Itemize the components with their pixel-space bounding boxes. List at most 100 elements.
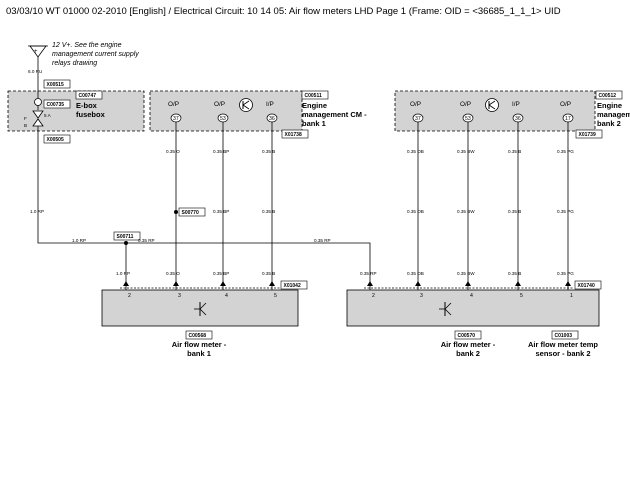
ecm-bank1-label-line2: management CM - bbox=[302, 110, 367, 119]
ecm-bank1-pin2-io: O/P bbox=[214, 101, 225, 108]
supply-wire-label: 6.0 RU bbox=[28, 69, 42, 74]
afm2-pin2-num: 3 bbox=[420, 293, 423, 299]
page-header: 03/03/10 WT 01000 02-2010 [English] / El… bbox=[6, 6, 561, 17]
ecm-bank2-label-line1: Engine bbox=[597, 101, 622, 110]
afm1-pin4-wire-label: 0.35 B bbox=[262, 271, 275, 276]
wire-bank1-pin3-mid-label: 0.35 B bbox=[262, 209, 275, 214]
ecm-bank2-connector: X01739 bbox=[579, 132, 596, 138]
afm1-pin2-num: 3 bbox=[178, 293, 181, 299]
afm2-block bbox=[346, 289, 600, 327]
afm2-transistor-icon bbox=[439, 302, 452, 316]
splice-s00711-tag bbox=[113, 231, 141, 241]
fusebox-bottom-connector-label: X00505 bbox=[47, 137, 64, 143]
fuse-id: C00735 bbox=[47, 102, 65, 108]
wire-bank2-pin3-label: 0.35 B bbox=[508, 149, 521, 154]
afm1-label-line1: Air flow meter - bbox=[172, 340, 227, 349]
ecm-bank1-pin2-num: 53 bbox=[220, 116, 226, 122]
afm2-temp-label-line1: Air flow meter temp bbox=[528, 340, 598, 349]
wire-bank1-pin2-label: 0.35 BP bbox=[213, 149, 229, 154]
afm2-pin1-wire-label: 0.35 RP bbox=[360, 271, 377, 276]
ecm-bank2-pin1-io: O/P bbox=[410, 101, 421, 108]
fuse-id-tag bbox=[43, 99, 71, 109]
wire-bank1-pin1-label: 0.35 O bbox=[166, 149, 180, 154]
afm1-pin-markers bbox=[123, 281, 275, 286]
ecm-bank2-pin4-io: O/P bbox=[560, 101, 571, 108]
ecm-bank1-transistor-icon bbox=[239, 98, 253, 112]
ecm-bank2-pin2-io: O/P bbox=[460, 101, 471, 108]
fusebox-top-connector-label: X00515 bbox=[47, 82, 64, 88]
afm1-label-line2: bank 1 bbox=[187, 349, 211, 358]
fusebox-output-wire-label: 1.0 RP bbox=[30, 209, 44, 214]
afm2-connector: X01740 bbox=[578, 283, 595, 289]
wire-bank2-pin2-label: 0.35 BW bbox=[457, 149, 475, 154]
ecm-bank1-connector: X01738 bbox=[285, 132, 302, 138]
fuse-letter-f: F bbox=[24, 116, 27, 121]
afm1-pin1-num: 2 bbox=[128, 293, 131, 299]
afm2-pin2-wire-label: 0.35 OB bbox=[407, 271, 424, 276]
fusebox-output-wire bbox=[37, 136, 126, 244]
splice-s00770-dot bbox=[174, 210, 178, 214]
ecm-bank2-pin3-io: I/P bbox=[512, 101, 520, 108]
ecm-bank1-block bbox=[149, 90, 303, 132]
ecm-bank1-pin3-io: I/P bbox=[266, 101, 274, 108]
ecm-bank2-id: C00512 bbox=[599, 93, 617, 99]
afm1-pin1-wire-label: 1.0 RP bbox=[116, 271, 130, 276]
afm2-meter-id-tag bbox=[454, 330, 482, 340]
wire-bank2-pin1-label: 0.35 OB bbox=[407, 149, 424, 154]
fusebox-label-line1: E-box bbox=[76, 101, 98, 110]
afm1-connector-tag bbox=[280, 280, 308, 290]
afm1-pin3-wire-label: 0.35 BP bbox=[213, 271, 229, 276]
afm2-pin1-num: 2 bbox=[372, 293, 375, 299]
afm2-meter-label-line2: bank 2 bbox=[456, 349, 480, 358]
ecm-bank1-id: C00511 bbox=[305, 93, 322, 99]
afm2-pin-markers bbox=[367, 281, 571, 286]
afm2-meter-label-line1: Air flow meter - bbox=[441, 340, 496, 349]
ecm-bank2-pin3-num: 36 bbox=[515, 116, 521, 122]
wire-bank2-pin2-mid-label: 0.35 BW bbox=[457, 209, 475, 214]
fusebox-id: C00747 bbox=[79, 93, 97, 99]
wire-bank2-pin1-mid-label: 0.35 OB bbox=[407, 209, 424, 214]
fuse-letter-b: B bbox=[24, 123, 27, 128]
afm2-temp-id-tag bbox=[551, 330, 579, 340]
ecm-bank1-id-tag bbox=[301, 90, 329, 100]
afm2-pin5-wire-label: 0.35 PG bbox=[557, 271, 574, 276]
ecm-bank1-label-line1: Engine bbox=[302, 101, 327, 110]
ecm-bank2-id-tag bbox=[595, 90, 623, 100]
wire-bank2-pin3-mid-label: 0.35 B bbox=[508, 209, 521, 214]
afm1-transistor-icon bbox=[194, 302, 207, 316]
bus-wire-left-label: 1.0 RP bbox=[72, 238, 86, 243]
wire-bank1-pin2-mid-label: 0.35 BP bbox=[213, 209, 229, 214]
splice-s00770-tag bbox=[178, 207, 206, 217]
splice-s00770-label: S00770 bbox=[182, 210, 199, 216]
fusebox-label-line2: fusebox bbox=[76, 110, 106, 119]
fuse-icon bbox=[32, 90, 44, 136]
ecm-bank1-connector-tag bbox=[281, 129, 309, 139]
afm2-pin3-num: 4 bbox=[470, 293, 473, 299]
supply-note-line3: relays drawing bbox=[52, 60, 97, 67]
afm2-pin3-wire-label: 0.35 BW bbox=[457, 271, 475, 276]
afm1-id-tag bbox=[185, 330, 213, 340]
ecm-bank2-label-line3: bank 2 bbox=[597, 119, 621, 128]
fuse-rating: 5 A bbox=[44, 113, 52, 118]
supply-note-line2: management current supply bbox=[52, 51, 139, 58]
supply-symbol: + bbox=[28, 45, 48, 65]
afm1-pin4-num: 5 bbox=[274, 293, 277, 299]
afm2-connector-tag bbox=[574, 280, 602, 290]
afm2-meter-id: C00570 bbox=[458, 333, 476, 339]
ecm-bank1-pin3-num: 36 bbox=[269, 116, 275, 122]
fusebox-id-tag bbox=[75, 90, 103, 100]
afm1-id: C00568 bbox=[189, 333, 207, 339]
afm1-pin3-num: 4 bbox=[225, 293, 228, 299]
afm1-pin2-wire-label: 0.35 O bbox=[166, 271, 180, 276]
splice-s00711-label: S00711 bbox=[117, 234, 134, 240]
afm2-pin4-wire-label: 0.35 B bbox=[508, 271, 521, 276]
bus-wire-right-label: 0.35 RP bbox=[314, 238, 331, 243]
svg-text:+: + bbox=[34, 49, 38, 55]
afm2-temp-id: C01003 bbox=[555, 333, 573, 339]
afm1-connector: X01042 bbox=[284, 283, 301, 289]
supply-note-line1: 12 V+. See the engine bbox=[52, 42, 122, 49]
ecm-bank1-label-line3: bank 1 bbox=[302, 119, 326, 128]
afm2-temp-label-line2: sensor - bank 2 bbox=[535, 349, 590, 358]
afm2-pin5-num: 1 bbox=[570, 293, 573, 299]
ecm-bank2-label-line2: management CM - bbox=[597, 110, 630, 119]
